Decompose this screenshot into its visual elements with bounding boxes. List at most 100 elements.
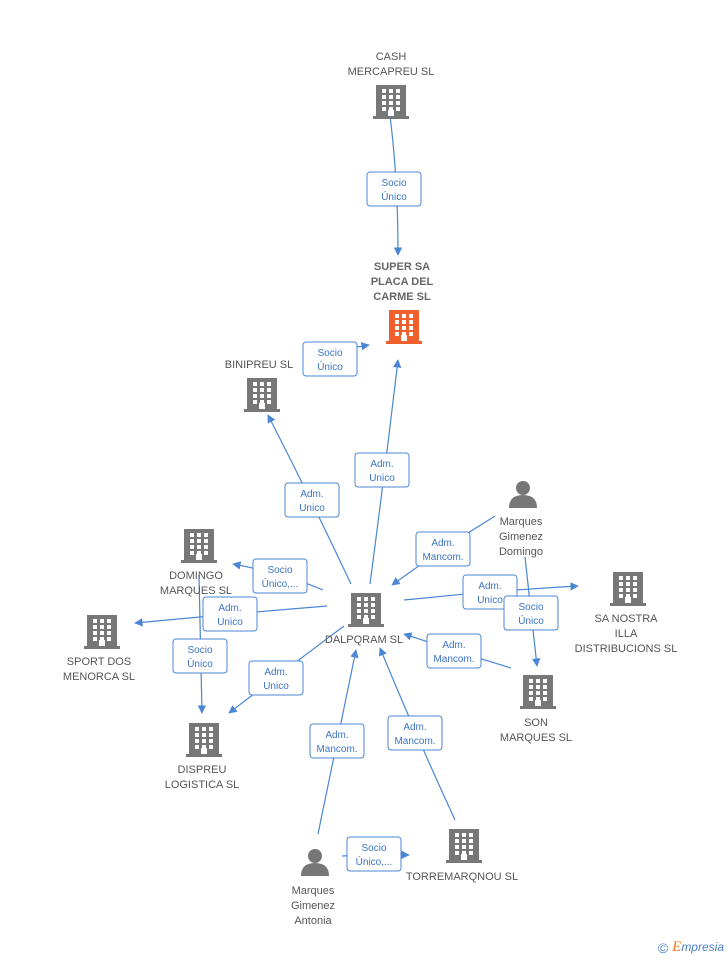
building-icon (446, 829, 482, 863)
edge-label-text: Adm. (264, 667, 287, 678)
edge-label-text: Adm. (218, 603, 241, 614)
edge-label-dal_super[interactable]: Adm.Unico (354, 452, 410, 488)
edge-label-text: Único,... (262, 577, 299, 590)
building-icon (386, 310, 422, 344)
node-domingo_sl[interactable]: DOMINGO MARQUES SL (160, 529, 232, 597)
edge-label-box (426, 633, 482, 669)
node-label: MARQUES SL (160, 585, 232, 597)
edge-label-text: Unico (217, 617, 243, 628)
edge-label-box (202, 596, 258, 632)
node-label: Gimenez (291, 900, 335, 912)
node-label: CASH (376, 51, 407, 63)
edge-label-text: Adm. (403, 722, 426, 733)
edge-label-text: Socio (267, 565, 292, 576)
footer-brand[interactable]: © Empresia (658, 939, 724, 956)
edge-label-box (415, 531, 471, 567)
edge-label-text: Socio (361, 843, 386, 854)
edge-label-box (387, 715, 443, 751)
node-label: BINIPREU SL (225, 359, 293, 371)
node-label: PLACA DEL (371, 276, 434, 288)
building-icon (244, 378, 280, 412)
node-label: LOGISTICA SL (165, 779, 240, 791)
edge-label-son_dal[interactable]: Adm.Mancom. (426, 633, 482, 669)
edge-label-box (252, 558, 308, 594)
edge-label-dal_sport[interactable]: Adm. Unico (202, 596, 258, 632)
node-label: DISTRIBUCIONS SL (575, 643, 678, 655)
node-super[interactable]: SUPER SA PLACA DEL CARME SL (371, 261, 434, 344)
edge-label-box (366, 171, 422, 207)
node-label: DALPQRAM SL (325, 634, 403, 646)
node-label: MERCAPREU SL (348, 66, 435, 78)
edge-label-text: Socio (187, 645, 212, 656)
edge-label-dal_bini[interactable]: Adm. Unico (284, 482, 340, 518)
node-label: MENORCA SL (63, 671, 135, 683)
edge-label-text: Adm. (325, 730, 348, 741)
brand-name: mpresia (681, 940, 724, 954)
edge-label-box (172, 638, 228, 674)
edge-label-dal_domingo[interactable]: SocioÚnico,... (252, 558, 308, 594)
node-dispreu[interactable]: DISPREU LOGISTICA SL (165, 723, 240, 791)
edge-label-torre_dal[interactable]: Adm. Mancom. (387, 715, 443, 751)
edge-label-text: Unico (299, 503, 325, 514)
edge-label-text: Unico (477, 595, 503, 606)
building-icon (84, 615, 120, 649)
edge-label-box (248, 660, 304, 696)
edge-label-text: Adm. (431, 538, 454, 549)
node-torre[interactable]: TORREMARQNOU SL (406, 829, 518, 883)
edge-label-dal_dispreu[interactable]: Adm. Unico (248, 660, 304, 696)
node-label: SA NOSTRA (595, 613, 659, 625)
empresia-logo[interactable]: Empresia (672, 939, 724, 956)
node-label: DISPREU (178, 764, 227, 776)
edge-label-box (284, 482, 340, 518)
edge-label-text: Único (518, 614, 544, 627)
edge-label-box (346, 836, 402, 872)
node-dalpqram[interactable]: DALPQRAM SL (325, 593, 403, 646)
node-sanostra[interactable]: SA NOSTRA ILLA DISTRIBUCIONS SL (575, 572, 678, 655)
edge-label-text: Único (187, 657, 213, 670)
edge-label-text: Único (381, 190, 407, 203)
node-label: Marques (292, 885, 335, 897)
edge-label-text: Unico (369, 473, 395, 484)
node-label: Domingo (499, 546, 543, 558)
edge-label-text: Socio (317, 348, 342, 359)
node-label: SUPER SA (374, 261, 430, 273)
building-icon (520, 675, 556, 709)
node-label: SON (524, 717, 548, 729)
edge-label-box (354, 452, 410, 488)
edge-label-text: Mancom. (422, 552, 463, 563)
node-label: ILLA (615, 628, 638, 640)
building-icon (186, 723, 222, 757)
edge-labels-layer: SocioÚnicoSocioÚnicoAdm.UnicoAdm.UnicoSo… (172, 171, 559, 872)
edge-label-text: Socio (518, 602, 543, 613)
node-label: DOMINGO (169, 570, 223, 582)
edge-label-mga_dal[interactable]: Adm.Mancom. (309, 723, 365, 759)
node-label: CARME SL (373, 291, 431, 303)
nodes-layer: CASH MERCAPREU SL SUPER SA PLACA DEL CARME S… (63, 51, 677, 927)
edge-label-mgd_dal[interactable]: Adm. Mancom. (415, 531, 471, 567)
building-icon (348, 593, 384, 627)
edge-label-box (302, 341, 358, 377)
node-label: Antonia (294, 915, 332, 927)
edge-label-text: Mancom. (394, 736, 435, 747)
building-icon (181, 529, 217, 563)
node-binipreu[interactable]: BINIPREU SL (225, 359, 293, 412)
edge-label-mga_torre[interactable]: SocioÚnico,... (346, 836, 402, 872)
node-label: TORREMARQNOU SL (406, 871, 518, 883)
node-label: Marques (500, 516, 543, 528)
node-cash[interactable]: CASH MERCAPREU SL (348, 51, 435, 119)
edge-label-text: Adm. (300, 489, 323, 500)
edge-label-text: Único,... (356, 855, 393, 868)
person-icon (509, 481, 537, 508)
edge-label-text: Unico (263, 681, 289, 692)
node-label: Gimenez (499, 531, 543, 543)
copyright-icon: © (657, 939, 669, 956)
